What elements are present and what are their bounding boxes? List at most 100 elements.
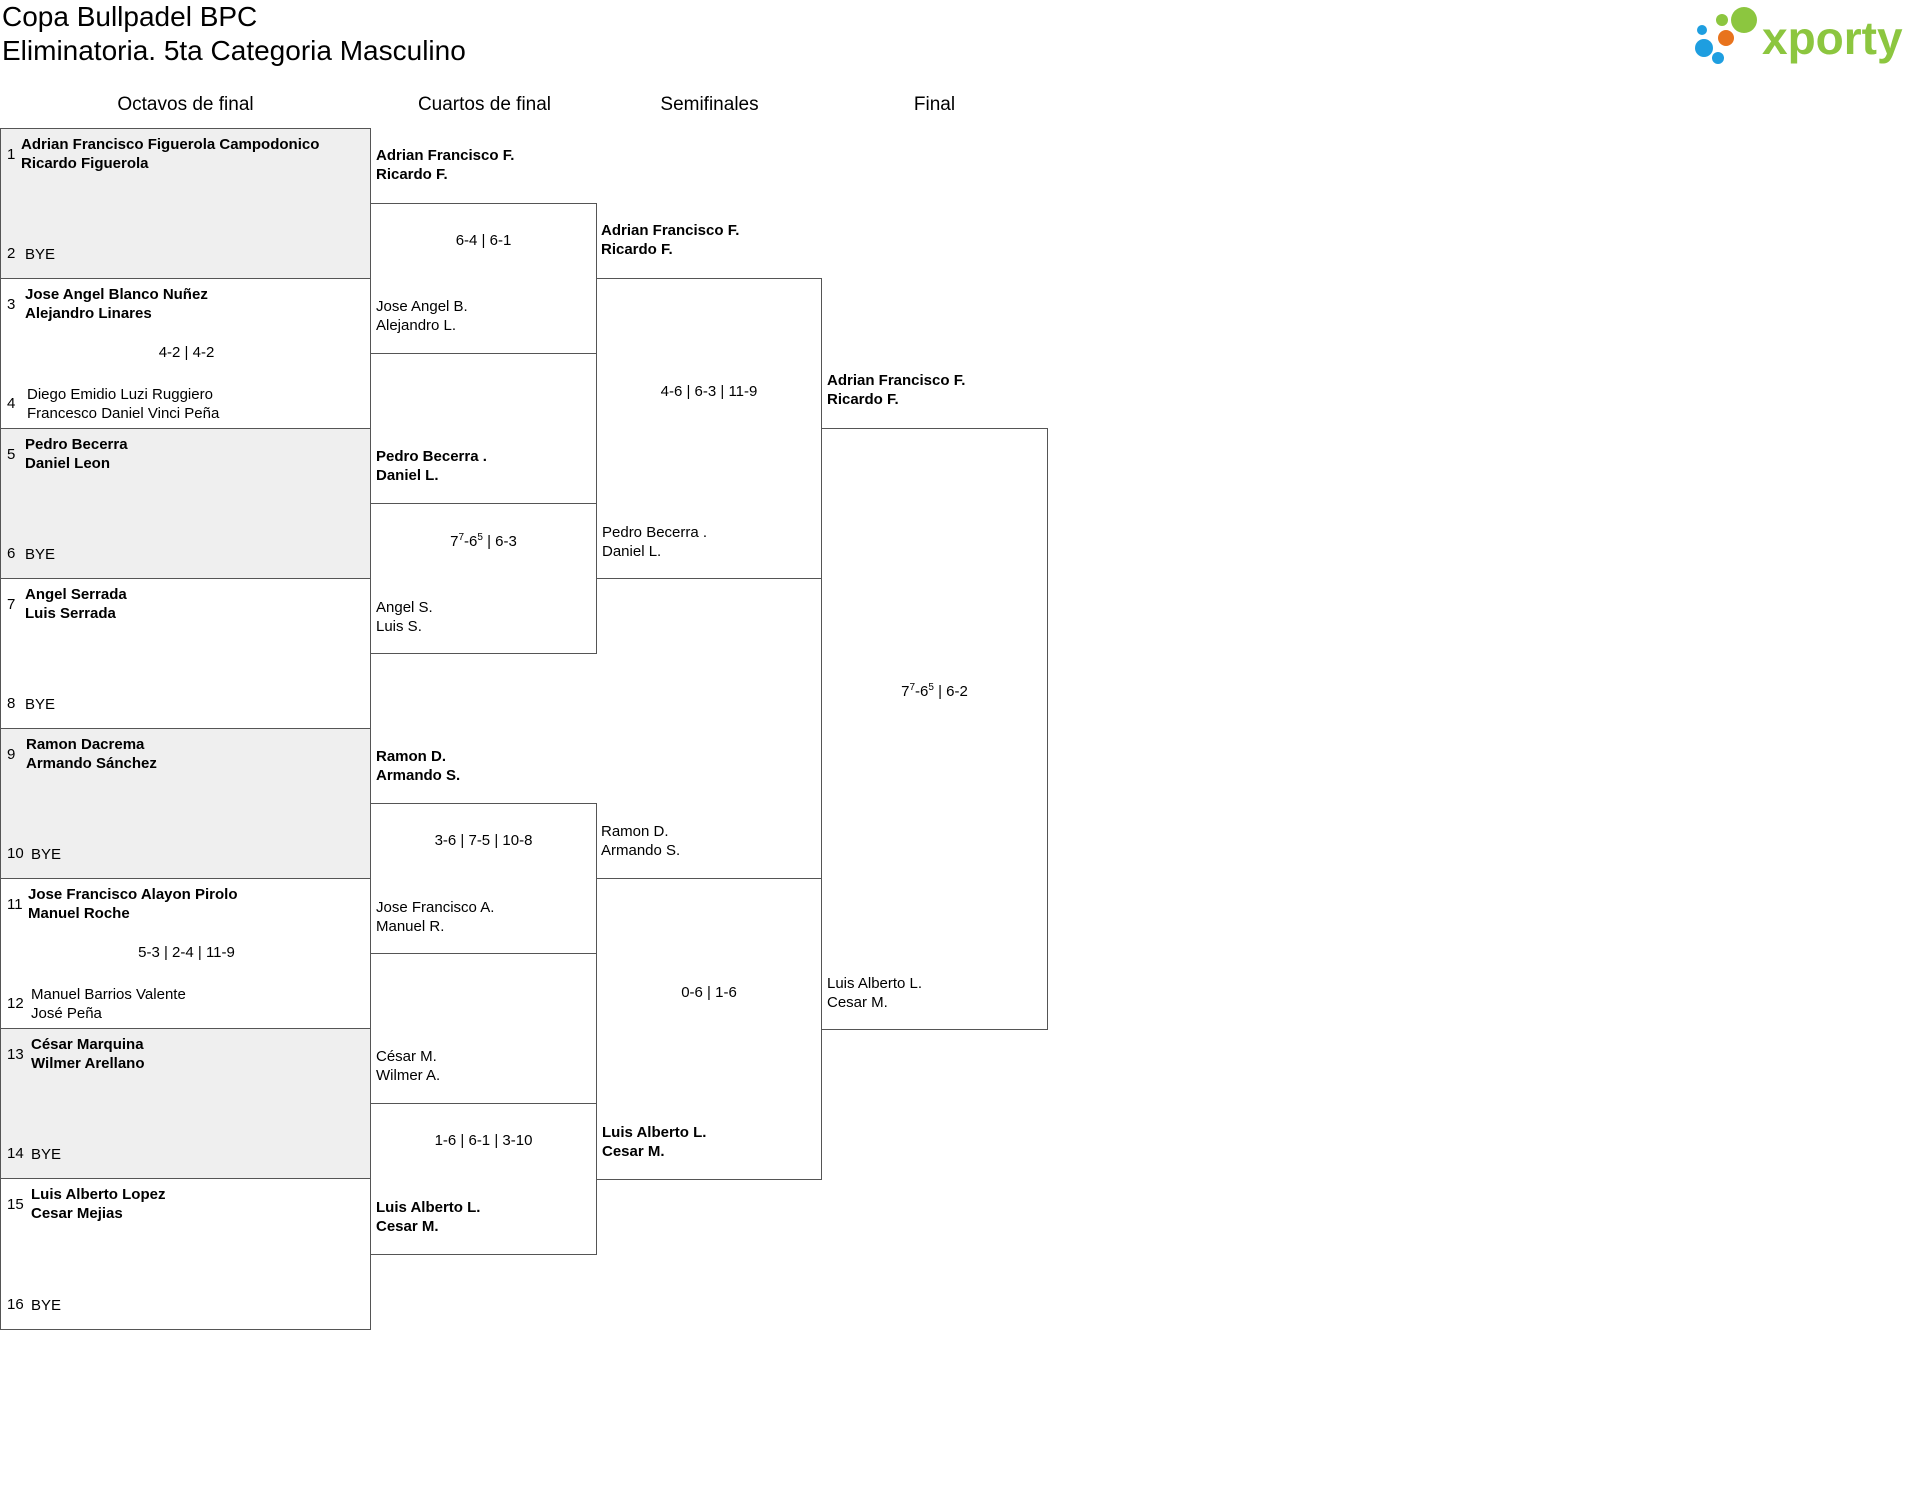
player: Wilmer A. <box>376 1067 441 1084</box>
team-b: BYE <box>31 845 61 864</box>
sf1-team-a: Adrian Francisco F. Ricardo F. <box>601 221 739 259</box>
seed: 9 <box>7 746 16 763</box>
seed: 1 <box>7 146 16 163</box>
player: Jose Angel Blanco Nuñez <box>25 286 208 303</box>
player: Daniel Leon <box>25 455 111 472</box>
player: Pedro Becerra . <box>376 448 487 465</box>
player: Ramon D. <box>376 748 447 765</box>
player: Jose Angel B. <box>376 298 468 315</box>
player: Ricardo F. <box>376 166 448 183</box>
player: Jose Francisco Alayon Pirolo <box>28 886 238 903</box>
match-box-r16-1: 1 Adrian Francisco Figuerola Campodonico… <box>0 128 371 279</box>
match-box-r16-8: 15 Luis Alberto Lopez Cesar Mejias 16 BY… <box>0 1178 371 1330</box>
player: Alejandro L. <box>376 317 457 334</box>
player: Ricardo Figuerola <box>21 155 149 172</box>
match-box-r16-7: 13 César Marquina Wilmer Arellano 14 BYE <box>0 1028 371 1179</box>
player: Angel S. <box>376 599 433 616</box>
player: Pedro Becerra . <box>602 524 708 541</box>
player: Angel Serrada <box>25 586 127 603</box>
player: Wilmer Arellano <box>31 1055 145 1072</box>
player: Armando S. <box>601 842 681 859</box>
match-box-sf-2: 0-6 | 1-6 Luis Alberto L. Cesar M. <box>596 878 822 1180</box>
match-box-r16-5: 9 Ramon Dacrema Armando Sánchez 10 BYE <box>0 728 371 879</box>
player: Ramon D. <box>601 823 669 840</box>
qf1-team-b: Jose Angel B. Alejandro L. <box>376 297 468 335</box>
player: Daniel L. <box>376 467 439 484</box>
qf3-team-a: Ramon D. Armando S. <box>376 747 460 785</box>
tournament-title: Copa Bullpadel BPC <box>2 1 258 32</box>
logo-dot-blue-large <box>1695 39 1713 57</box>
player: Manuel Barrios Valente <box>31 986 186 1003</box>
player: Adrian Francisco F. <box>827 372 966 389</box>
team-b: BYE <box>31 1145 61 1164</box>
match-score: 3-6 | 7-5 | 10-8 <box>434 832 533 849</box>
team-a: César Marquina Wilmer Arellano <box>31 1035 145 1073</box>
seed: 7 <box>7 596 16 613</box>
match-box-r16-6: 11 Jose Francisco Alayon Pirolo Manuel R… <box>0 878 371 1029</box>
match-score: 0-6 | 1-6 <box>681 984 737 1001</box>
match-score: 77-65 | 6-2 <box>901 682 968 701</box>
team-b: BYE <box>25 245 55 264</box>
team-a: Pedro Becerra Daniel Leon <box>25 435 128 473</box>
player: Francesco Daniel Vinci Peña <box>27 405 220 422</box>
player: Cesar M. <box>376 1218 439 1235</box>
player: Ricardo F. <box>827 391 899 408</box>
seed: 2 <box>7 245 16 262</box>
logo-dot-orange <box>1718 30 1734 46</box>
team-a: Adrian Francisco Figuerola Campodonico R… <box>21 135 319 173</box>
match-box-qf-3: 3-6 | 7-5 | 10-8 Jose Francisco A. Manue… <box>370 803 597 954</box>
match-box-qf-4: 1-6 | 6-1 | 3-10 Luis Alberto L. Cesar M… <box>370 1103 597 1255</box>
match-score: 77-65 | 6-3 <box>450 532 517 551</box>
player: Luis S. <box>376 618 422 635</box>
qf4-team-b: Luis Alberto L. Cesar M. <box>376 1198 480 1236</box>
logo-dot-green-small <box>1716 14 1728 26</box>
round-title-final: Final <box>913 94 956 115</box>
match-box-final: 77-65 | 6-2 Luis Alberto L. Cesar M. <box>821 428 1048 1030</box>
match-score: 1-6 | 6-1 | 3-10 <box>434 1132 533 1149</box>
player: Luis Alberto L. <box>602 1124 707 1141</box>
qf4-team-a: César M. Wilmer A. <box>376 1047 440 1085</box>
player: Luis Serrada <box>25 605 116 622</box>
player: Manuel R. <box>376 918 445 935</box>
player: BYE <box>31 846 62 863</box>
player: Pedro Becerra <box>25 436 128 453</box>
seed: 13 <box>7 1046 24 1063</box>
match-score: 6-4 | 6-1 <box>455 232 512 249</box>
xporty-logo: xporty <box>1695 7 1903 64</box>
player: Armando Sánchez <box>26 755 157 772</box>
team-a: Jose Francisco Alayon Pirolo Manuel Roch… <box>28 885 238 923</box>
player: César M. <box>376 1048 437 1065</box>
match-score: 5-3 | 2-4 | 11-9 <box>138 944 235 961</box>
qf1-team-a: Adrian Francisco F. Ricardo F. <box>376 146 514 184</box>
category-title: Eliminatoria. 5ta Categoria Masculino <box>2 35 466 66</box>
sf2-team-b: Luis Alberto L. Cesar M. <box>602 1123 706 1161</box>
round-title-qf: Cuartos de final <box>417 94 552 115</box>
player: Cesar Mejias <box>31 1205 123 1222</box>
qf2-team-a: Pedro Becerra . Daniel L. <box>376 447 487 485</box>
match-box-sf-1: 4-6 | 6-3 | 11-9 Pedro Becerra . Daniel … <box>596 278 822 579</box>
seed: 16 <box>7 1296 24 1313</box>
team-b: Manuel Barrios Valente José Peña <box>31 985 186 1023</box>
logo-dot-blue-small <box>1712 52 1724 64</box>
player: José Peña <box>31 1005 102 1022</box>
qf3-team-b: Jose Francisco A. Manuel R. <box>376 898 494 936</box>
seed: 5 <box>7 446 16 463</box>
sf1-team-b: Pedro Becerra . Daniel L. <box>602 523 707 561</box>
player: BYE <box>25 246 56 263</box>
seed: 8 <box>7 695 16 712</box>
match-box-r16-3: 5 Pedro Becerra Daniel Leon 6 BYE <box>0 428 371 579</box>
match-score: 4-2 | 4-2 <box>158 344 215 361</box>
player: Luis Alberto L. <box>827 975 923 992</box>
player: Adrian Francisco F. <box>376 147 515 164</box>
player: César Marquina <box>31 1036 144 1053</box>
match-score: 4-6 | 6-3 | 11-9 <box>660 383 758 400</box>
match-box-qf-2: 77-65 | 6-3 Angel S. Luis S. <box>370 503 597 654</box>
logo-dot-blue-top <box>1697 25 1707 35</box>
player: BYE <box>31 1146 62 1163</box>
seed: 14 <box>7 1145 24 1162</box>
player: Luis Alberto L. <box>376 1199 481 1216</box>
seed: 6 <box>7 545 16 562</box>
player: Cesar M. <box>602 1143 665 1160</box>
match-box-r16-2: 3 Jose Angel Blanco Nuñez Alejandro Lina… <box>0 278 371 429</box>
team-a: Angel Serrada Luis Serrada <box>25 585 127 623</box>
